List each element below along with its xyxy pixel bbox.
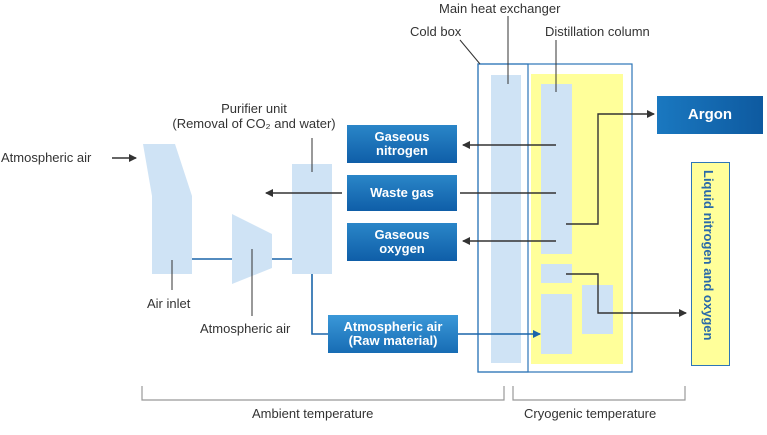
argon-arrow [566,110,655,225]
gaseous-oxygen-box: Gaseous oxygen [347,223,457,261]
waste-gas-text: Waste gas [370,185,434,200]
pipe-purifier-to-column [311,274,541,338]
raw-air-line2: (Raw material) [348,333,438,348]
argon-text: Argon [687,106,733,123]
ambient-temperature-label: Ambient temperature [252,406,374,421]
distillation-column-lower [541,294,572,354]
purifier-label-line1: Purifier unit [221,101,287,116]
cryogenic-temperature-label: Cryogenic temperature [524,406,657,421]
gaseous-nitrogen-line2: nitrogen [376,143,428,158]
gaseous-oxygen-line1: Gaseous [374,227,430,242]
cold-box-outline-right [477,63,633,373]
raw-air-box: Atmospheric air (Raw material) [328,315,458,353]
cold-box-leader [459,39,481,65]
distillation-column-label: Distillation column [545,24,650,39]
argon-box: Argon [657,96,763,134]
main-heat-exchanger-label: Main heat exchanger [439,1,561,16]
compressor-label: Atmospheric air [200,321,291,336]
waste-gas-box: Waste gas [347,175,457,211]
purifier-shape [292,164,332,274]
atmospheric-air-label: Atmospheric air [1,150,92,165]
main-heat-exchanger [491,75,521,363]
distillation-column-condenser [541,264,572,283]
gaseous-nitrogen-line1: Gaseous [374,129,430,144]
liquid-arrow [566,273,687,317]
gaseous-oxygen-line2: oxygen [379,241,425,256]
gaseous-nitrogen-box: Gaseous nitrogen [347,125,457,163]
ambient-bracket [141,386,505,401]
cryogenic-bracket [512,386,686,401]
liquid-text: Liquid nitrogen and oxygen [701,170,716,341]
purifier-label-line2: (Removal of CO₂ and water) [172,116,336,131]
air-inlet-shape [143,144,192,274]
liquid-box [691,162,730,366]
cold-box-label: Cold box [410,24,462,39]
distillation-column-upper [541,84,572,254]
raw-air-line1: Atmospheric air [343,319,443,334]
purifier-label: Purifier unit (Removal of CO₂ and water) [146,101,362,131]
air-inlet-label: Air inlet [147,296,191,311]
